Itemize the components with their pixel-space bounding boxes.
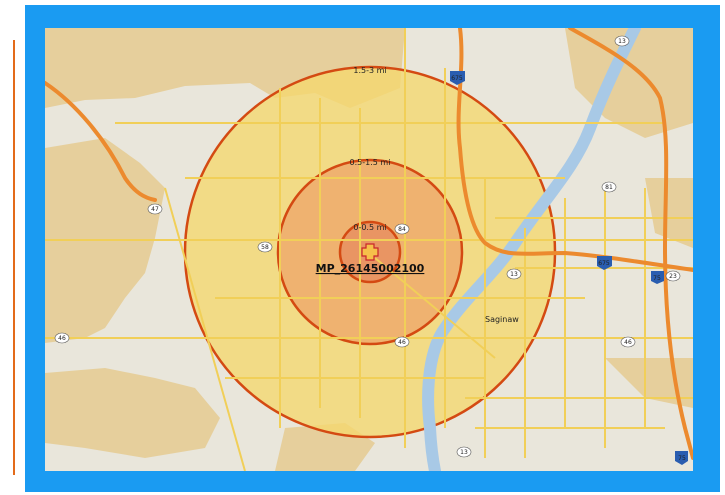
shield-81: 81 xyxy=(601,181,617,193)
map-point-label: MP_26145002100 xyxy=(316,262,425,275)
shield-46-mid: 46 xyxy=(394,336,410,348)
shield-675-right: 675 xyxy=(597,256,612,270)
shield-13-mid: 13 xyxy=(506,268,522,280)
svg-text:46: 46 xyxy=(624,339,632,346)
svg-text:75: 75 xyxy=(678,455,686,462)
shield-46-right: 46 xyxy=(620,336,636,348)
left-edge-line xyxy=(13,40,15,475)
ring-label-inner: 0-0.5 mi xyxy=(353,223,386,232)
shield-75-right: 75 xyxy=(651,271,664,284)
ring-label-outer: 1.5-3 mi xyxy=(353,66,386,75)
shield-47: 47 xyxy=(147,203,163,215)
city-label: Saginaw xyxy=(485,315,519,324)
shield-23: 23 xyxy=(665,270,681,282)
shield-84: 84 xyxy=(394,223,410,235)
ring-label-middle: 0.5-1.5 mi xyxy=(350,158,391,167)
svg-text:13: 13 xyxy=(460,449,468,456)
svg-text:84: 84 xyxy=(398,226,406,233)
shield-13-bottom: 13 xyxy=(456,446,472,458)
svg-text:75: 75 xyxy=(653,275,661,282)
route-shields: 675 13 81 47 58 84 13 675 75 23 46 46 46… xyxy=(54,35,688,465)
svg-text:47: 47 xyxy=(151,206,159,213)
center-marker[interactable] xyxy=(361,243,379,261)
shield-46-left: 46 xyxy=(54,332,70,344)
shield-13-top: 13 xyxy=(614,35,630,47)
svg-text:81: 81 xyxy=(605,184,613,191)
svg-text:23: 23 xyxy=(669,273,677,280)
svg-text:675: 675 xyxy=(598,260,610,267)
svg-text:46: 46 xyxy=(398,339,406,346)
svg-text:58: 58 xyxy=(261,244,269,251)
svg-text:675: 675 xyxy=(451,75,463,82)
minor-roads xyxy=(45,28,693,471)
shield-75-bottom: 75 xyxy=(675,451,688,465)
svg-text:46: 46 xyxy=(58,335,66,342)
map-canvas[interactable]: 1.5-3 mi 0.5-1.5 mi 0-0.5 mi MP_26145002… xyxy=(45,28,693,471)
shield-58: 58 xyxy=(257,241,273,253)
shield-675-top: 675 xyxy=(450,71,465,85)
river xyxy=(422,28,641,471)
svg-text:13: 13 xyxy=(618,38,626,45)
svg-text:13: 13 xyxy=(510,271,518,278)
